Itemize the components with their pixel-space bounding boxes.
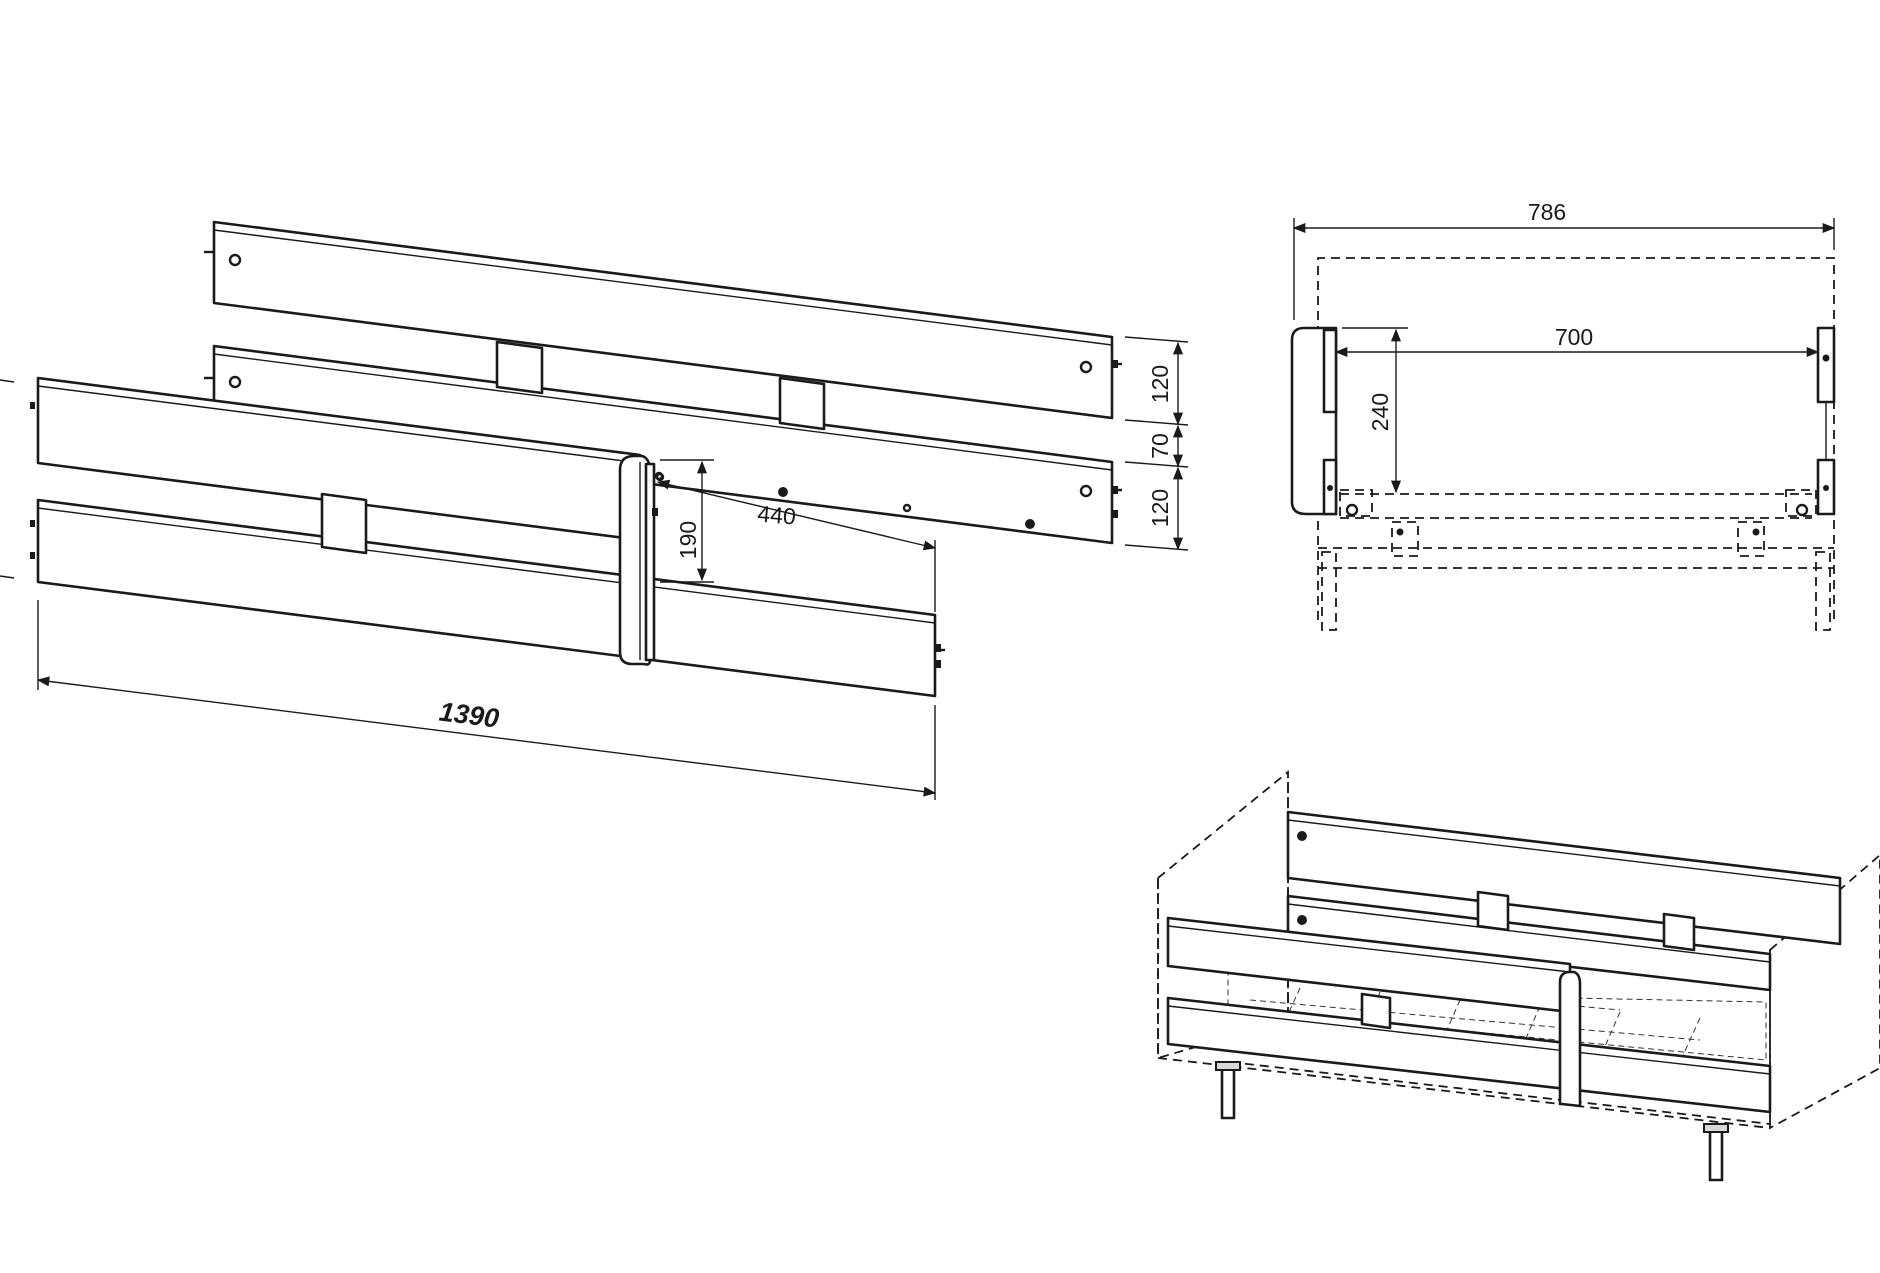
dim-side-length: 1390 — [437, 697, 500, 734]
back-upper-panel — [204, 220, 1122, 420]
end-view — [1290, 257, 1836, 631]
assembled-bed-view — [1157, 770, 1880, 1182]
post-fittings — [652, 471, 664, 516]
front-post — [618, 454, 656, 666]
front-lower-panel — [0, 492, 945, 698]
dim-panel-height-bottom: 120 — [1147, 489, 1173, 527]
post-height-dimension-line — [660, 459, 714, 583]
dim-post-offset: 440 — [756, 500, 796, 529]
dim-panel-height-top: 120 — [1147, 365, 1173, 403]
side-length-dimension-line — [36, 600, 937, 800]
dim-panel-gap: 70 — [1147, 433, 1173, 459]
back-panel-dimension-lines — [1124, 336, 1189, 551]
dim-post-height: 190 — [675, 521, 701, 559]
dim-bed-width: 786 — [1528, 199, 1566, 225]
end-view-dimension-lines — [1292, 218, 1836, 494]
dim-rail-height: 240 — [1367, 393, 1393, 431]
dim-inner-width: 700 — [1555, 324, 1593, 350]
